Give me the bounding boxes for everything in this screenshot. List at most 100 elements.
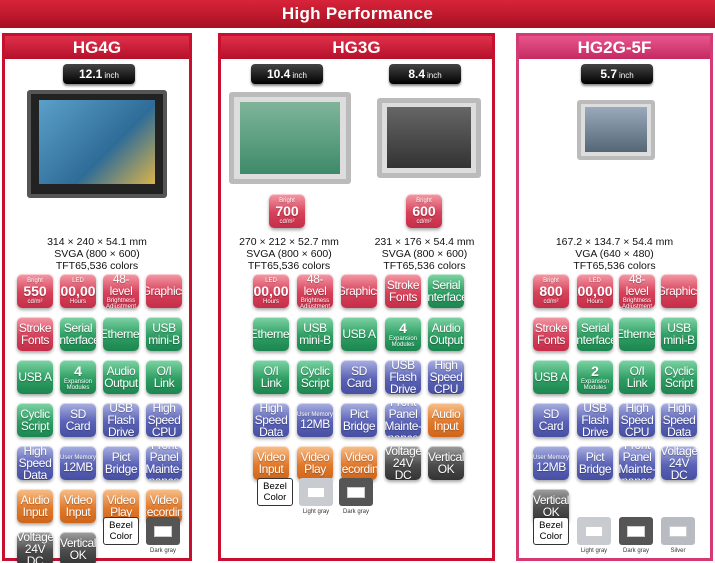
feature-tile: USB A [341,317,377,351]
feature-tile: USB Flash Drive [577,403,613,437]
feature-tile: Video Input [253,446,289,480]
feature-tile: Audio Output [428,317,464,351]
swatch-label: Silver [670,548,686,554]
swatch-light-gray [299,478,333,506]
feature-tile: USB Flash Drive [385,360,421,394]
swatch-light-gray [577,517,611,545]
feature-tile: Front Panel Mainte-nance [619,446,655,480]
feature-tile: USB A [17,360,53,394]
feature-tile: High Speed Data [17,446,53,480]
feature-tile: Ethernet [103,317,139,351]
feature-tile: Stroke Fonts [17,317,53,351]
feature-tile: USB Flash Drive [103,403,139,437]
feature-tile: Video Recording [341,446,377,480]
feature-tile: LED100,000Hours [60,274,96,308]
product-image-hg3g-10 [229,92,351,184]
feature-tile: Serial Interface [60,317,96,351]
swatch-silver [661,517,695,545]
product-image-hg4g [27,90,167,198]
feature-tile: USB mini-B [146,317,182,351]
feature-tile: High Speed CPU [428,360,464,394]
bezel-color-label: Bezel Color [533,517,569,545]
feature-tile: Pict Bridge [341,403,377,437]
model-title: HG4G [5,36,189,59]
feature-tile: LED100,000Hours [253,274,289,308]
feature-tile: O/I Link [146,360,182,394]
swatch-label: Light gray [580,548,608,554]
feature-tile: LED100,000Hours [577,274,613,308]
feature-tile: Video Input [60,489,96,523]
swatch-dark-gray [146,517,180,545]
feature-tile: Graphics [146,274,182,308]
feature-tile: Voltage 24V DC [17,532,53,563]
model-title: HG3G [221,36,492,59]
swatch-label: Dark gray [149,548,176,554]
feature-tile: Voltage 24V DC [385,446,421,480]
feature-tile: Video Play [297,446,333,480]
feature-tile: Vertical OK [428,446,464,480]
feature-tile: USB mini-B [661,317,697,351]
feature-tile: High Speed Data [661,403,697,437]
model-title: HG2G-5F [519,36,710,59]
feature-tile: Serial Interface [577,317,613,351]
feature-tile: USB mini-B [297,317,333,351]
bezel-color-label: Bezel Color [257,478,293,506]
feature-tile: USB A [533,360,569,394]
feature-tile: Front Panel Mainte-nance [385,403,421,437]
feature-tile: Graphics [341,274,377,308]
feature-tile: SD Card [533,403,569,437]
feature-tile: Stroke Fonts [533,317,569,351]
feature-tile: Cyclic Script [17,403,53,437]
feature-tile: Audio Output [103,360,139,394]
feature-tile: O/I Link [619,360,655,394]
swatch-label: Dark gray [622,548,649,554]
swatch-dark-gray [619,517,653,545]
feature-tile: SD Card [60,403,96,437]
feature-tile: Vertical OK [60,532,96,563]
swatch-label: Dark gray [342,509,369,515]
product-image-hg2g [577,100,655,160]
feature-tile: Audio Input [428,403,464,437]
feature-tile: Front Panel Mainte-nance [146,446,182,480]
feature-tile: Pict Bridge [577,446,613,480]
feature-tile: Voltage 24V DC [661,446,697,480]
feature-tile: Graphics [661,274,697,308]
feature-tile: O/I Link [253,360,289,394]
swatch-dark-gray [339,478,373,506]
feature-tile: Serial Interface [428,274,464,308]
feature-tile: SD Card [341,360,377,394]
feature-tile: Stroke Fonts [385,274,421,308]
feature-tile: High Speed CPU [146,403,182,437]
feature-tile: High Speed CPU [619,403,655,437]
feature-tile: High Speed Data [253,403,289,437]
bezel-color-label: Bezel Color [103,517,139,545]
feature-tile: Pict Bridge [103,446,139,480]
swatch-label: Light gray [302,509,330,515]
feature-tile: Ethernet [619,317,655,351]
feature-tile: Ethernet [253,317,289,351]
banner: High Performance [0,0,715,28]
feature-tile: Cyclic Script [297,360,333,394]
feature-tile: Cyclic Script [661,360,697,394]
